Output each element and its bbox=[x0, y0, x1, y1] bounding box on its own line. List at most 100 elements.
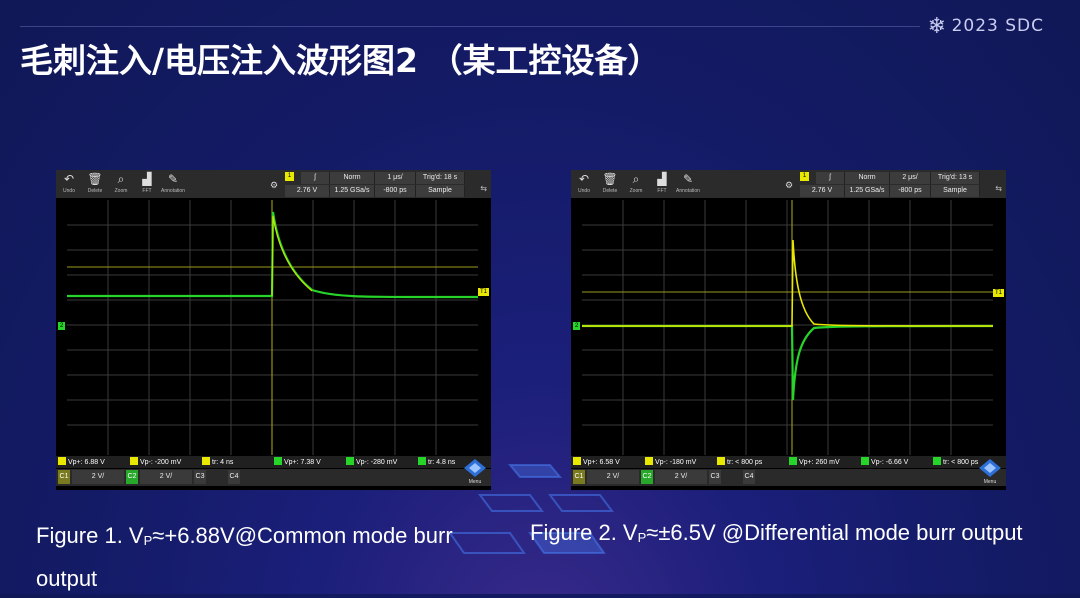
trigger-level-label: T1 bbox=[478, 288, 490, 296]
measurement-bar: Vp+: 6.88 V Vp-: -200 mV tr: 4 ns Vp+: 7… bbox=[56, 456, 491, 468]
meas-ch2-vpm[interactable]: Vp-: -6.66 V bbox=[861, 457, 908, 467]
acquisition-mode[interactable]: Sample bbox=[931, 185, 980, 197]
annotation-button[interactable]: ✎ Annotation bbox=[160, 170, 186, 198]
measurement-bar: Vp+: 6.58 V Vp-: -180 mV tr: < 800 ps Vp… bbox=[571, 456, 1006, 468]
acquisition-mode[interactable]: Sample bbox=[416, 185, 465, 197]
horizontal-position[interactable]: -800 ps bbox=[890, 185, 931, 197]
meas-ch1-vpm[interactable]: Vp-: -180 mV bbox=[645, 457, 696, 467]
ch2-waveform bbox=[67, 211, 478, 299]
channel-c1-scale[interactable]: 2 V/ bbox=[72, 470, 124, 484]
delete-label: Delete bbox=[602, 188, 618, 194]
meas-ch1-tr[interactable]: tr: < 800 ps bbox=[717, 457, 762, 467]
figure-2-caption: Figure 2. VP≈±6.5V @Differential mode bu… bbox=[530, 514, 1075, 557]
fft-icon: ▟ bbox=[657, 172, 667, 186]
timebase[interactable]: 2 μs/ bbox=[890, 172, 931, 184]
fft-button[interactable]: ▟ FFT bbox=[649, 170, 675, 198]
trigger-slope-icon[interactable]: ʃ bbox=[301, 172, 330, 184]
fft-icon: ▟ bbox=[142, 172, 152, 186]
page-title: 毛刺注入/电压注入波形图2 （某工控设备） bbox=[20, 41, 661, 80]
channel-c4[interactable]: C4 bbox=[228, 470, 240, 484]
channel-c2[interactable]: C2 bbox=[126, 470, 138, 484]
meas-ch2-vpm[interactable]: Vp-: -280 mV bbox=[346, 457, 397, 467]
waveform-grid bbox=[582, 200, 993, 455]
menu-icon bbox=[464, 459, 486, 477]
ch1-marker[interactable]: 1 bbox=[285, 172, 294, 181]
snowflake-icon: ❄ bbox=[927, 13, 946, 38]
annotation-button[interactable]: ✎Annotation bbox=[675, 170, 701, 198]
meas-ch1-vpp[interactable]: Vp+: 6.88 V bbox=[58, 457, 105, 467]
ch2-offset-label: 2 bbox=[573, 322, 581, 330]
scope-toolbar: ↶ Undo 🗑 Delete ⌕Zoom ▟ FFT ✎Annotation ⚙ 1… bbox=[571, 170, 1006, 198]
meas-ch2-vpp[interactable]: Vp+: 260 mV bbox=[789, 457, 840, 467]
trigger-status: Trig'd: 13 s bbox=[931, 172, 980, 184]
trigger-slope-icon[interactable]: ʃ bbox=[816, 172, 845, 184]
undo-button[interactable]: ↶ Undo bbox=[56, 170, 82, 198]
sample-rate: 1.25 GSa/s bbox=[330, 185, 375, 197]
delete-label: Delete bbox=[87, 188, 103, 194]
pen-icon: ✎ bbox=[167, 172, 179, 186]
fft-button[interactable]: ▟FFT bbox=[134, 170, 160, 198]
trash-icon: 🗑 bbox=[602, 172, 618, 186]
figure-1-caption: Figure 1. VP≈+6.88V@Common mode burr out… bbox=[36, 517, 506, 598]
zoom-button[interactable]: ⌕Zoom bbox=[623, 170, 649, 198]
channel-c1-scale[interactable]: 2 V/ bbox=[587, 470, 639, 484]
fft-label: FFT bbox=[657, 188, 667, 194]
trigger-level[interactable]: 2.76 V bbox=[285, 185, 330, 197]
trigger-mode[interactable]: Norm bbox=[330, 172, 375, 184]
channel-c2[interactable]: C2 bbox=[641, 470, 653, 484]
annotation-label: Annotation bbox=[161, 188, 185, 194]
waveform-display bbox=[67, 200, 478, 455]
timebase[interactable]: 1 μs/ bbox=[375, 172, 416, 184]
fig2-text: ≈±6.5V @Differential mode burr output bbox=[646, 520, 1023, 545]
fig1-line2: output bbox=[36, 566, 98, 591]
fig1-prefix: Figure 1. V bbox=[36, 523, 144, 548]
channel-c1[interactable]: C1 bbox=[573, 470, 585, 484]
header-divider bbox=[20, 26, 920, 27]
channel-bar: C1 2 V/ C2 2 V/ C3 C4 bbox=[56, 469, 491, 486]
channel-c4[interactable]: C4 bbox=[743, 470, 755, 484]
sample-rate: 1.25 GSa/s bbox=[845, 185, 890, 197]
magnifier-icon: ⌕ bbox=[632, 172, 640, 186]
meas-ch2-tr[interactable]: tr: 4.8 ns bbox=[418, 457, 455, 467]
ch1-waveform bbox=[582, 239, 993, 327]
channel-c3[interactable]: C3 bbox=[709, 470, 721, 484]
zoom-button[interactable]: ⌕Zoom bbox=[108, 170, 134, 198]
delete-button[interactable]: 🗑 Delete bbox=[597, 170, 623, 198]
meas-ch2-tr[interactable]: tr: < 800 ps bbox=[933, 457, 978, 467]
trigger-mode[interactable]: Norm bbox=[845, 172, 890, 184]
usb-icon: ⇆ bbox=[995, 184, 1002, 193]
channel-c2-scale[interactable]: 2 V/ bbox=[140, 470, 192, 484]
trigger-level[interactable]: 2.76 V bbox=[800, 185, 845, 197]
annotation-label: Annotation bbox=[676, 188, 700, 194]
undo-label: Undo bbox=[63, 188, 75, 194]
meas-ch1-tr[interactable]: tr: 4 ns bbox=[202, 457, 233, 467]
channel-bar: C1 2 V/ C2 2 V/ C3 C4 bbox=[571, 469, 1006, 486]
channel-c3[interactable]: C3 bbox=[194, 470, 206, 484]
scope-toolbar: ↶ Undo 🗑Delete ⌕Zoom ▟FFT ✎ Annotation ⚙ 1… bbox=[56, 170, 491, 198]
floor-decoration bbox=[448, 464, 614, 554]
delete-button[interactable]: 🗑Delete bbox=[82, 170, 108, 198]
undo-icon: ↶ bbox=[578, 172, 590, 186]
waveform-display bbox=[582, 200, 993, 455]
trigger-level-label: T1 bbox=[993, 289, 1005, 297]
menu-button[interactable]: Menu bbox=[978, 458, 1002, 486]
meas-ch1-vpm[interactable]: Vp-: -200 mV bbox=[130, 457, 181, 467]
meas-ch2-vpp[interactable]: Vp+: 7.38 V bbox=[274, 457, 321, 467]
undo-icon: ↶ bbox=[63, 172, 75, 186]
magnifier-icon: ⌕ bbox=[117, 172, 125, 186]
undo-button[interactable]: ↶ Undo bbox=[571, 170, 597, 198]
undo-label: Undo bbox=[578, 188, 590, 194]
channel-c2-scale[interactable]: 2 V/ bbox=[655, 470, 707, 484]
settings-icon[interactable]: ⚙ bbox=[270, 180, 279, 190]
fig2-prefix: Figure 2. V bbox=[530, 520, 638, 545]
menu-button[interactable]: Menu bbox=[463, 458, 487, 486]
menu-label: Menu bbox=[468, 479, 482, 485]
ch1-marker[interactable]: 1 bbox=[800, 172, 809, 181]
trigger-status: Trig'd: 18 s bbox=[416, 172, 465, 184]
usb-icon: ⇆ bbox=[480, 184, 487, 193]
menu-label: Menu bbox=[983, 479, 997, 485]
meas-ch1-vpp[interactable]: Vp+: 6.58 V bbox=[573, 457, 620, 467]
horizontal-position[interactable]: -800 ps bbox=[375, 185, 416, 197]
settings-icon[interactable]: ⚙ bbox=[785, 180, 794, 190]
channel-c1[interactable]: C1 bbox=[58, 470, 70, 484]
